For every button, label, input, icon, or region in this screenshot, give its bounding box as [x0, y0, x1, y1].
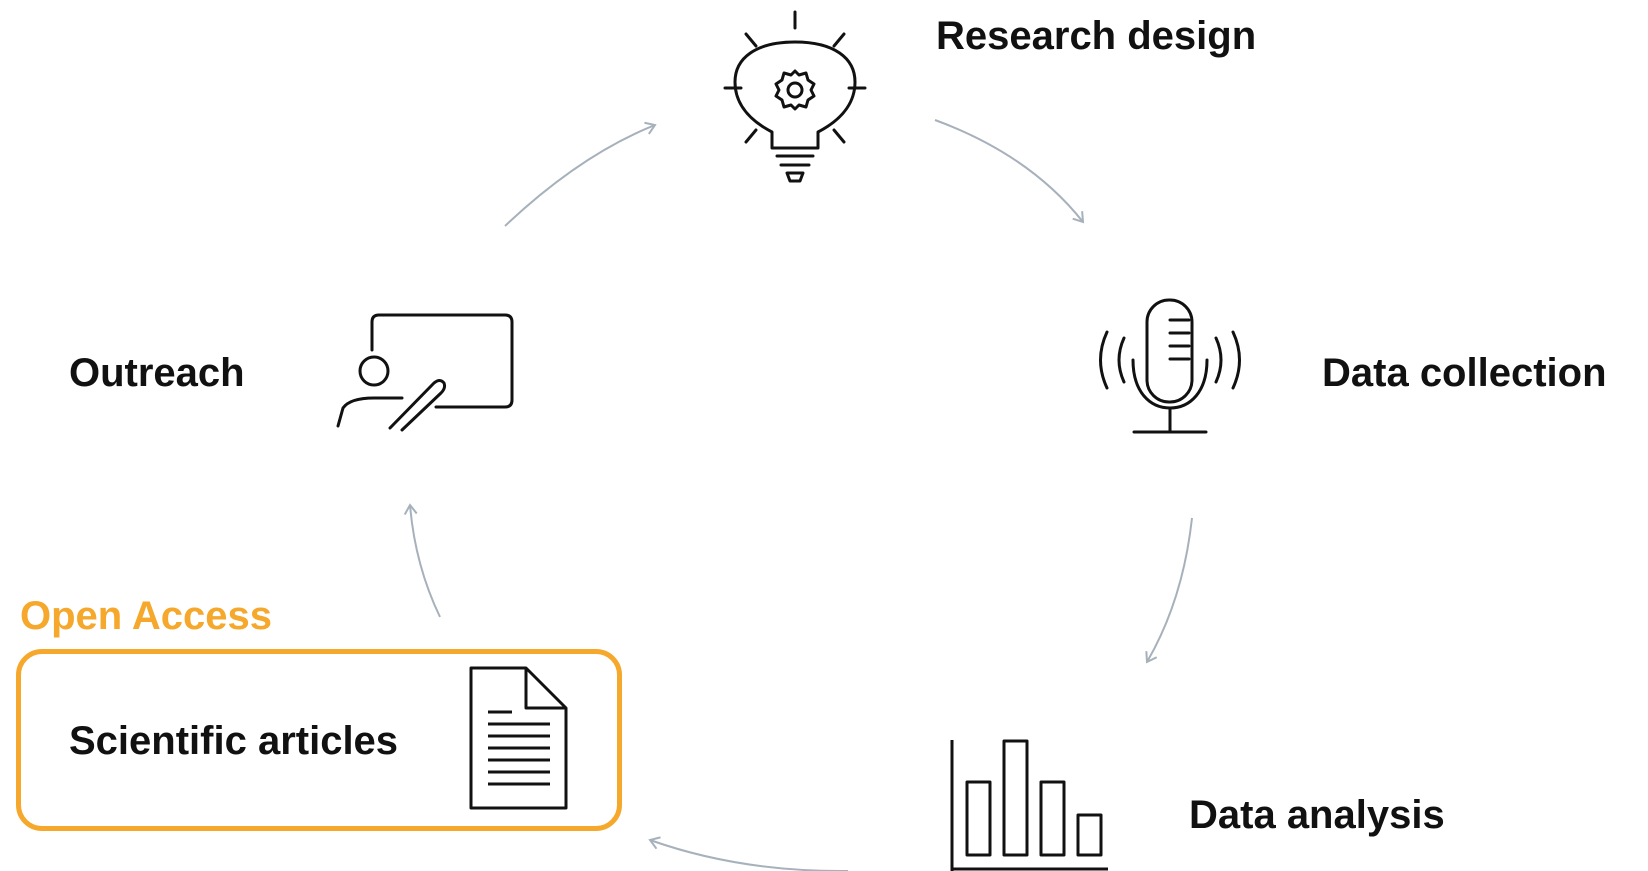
stage-label-scientific-articles: Scientific articles — [69, 719, 399, 763]
arrow-research-to-collection — [934, 119, 1085, 224]
bar-chart-icon — [950, 739, 1108, 871]
document-icon — [469, 666, 568, 810]
open-access-highlight-box — [16, 649, 622, 831]
microphone-icon — [1099, 298, 1241, 434]
stage-label-outreach: Outreach — [69, 351, 245, 395]
stage-label-data-analysis: Data analysis — [1189, 793, 1445, 837]
arrow-collection-to-analysis — [1145, 517, 1193, 664]
arrow-analysis-to-articles — [648, 836, 848, 871]
presentation-board-icon — [336, 313, 514, 432]
arrow-outreach-to-research — [504, 121, 657, 227]
arrow-articles-to-outreach — [403, 503, 441, 618]
open-access-label: Open Access — [20, 594, 272, 638]
lightbulb-gear-icon — [723, 10, 867, 183]
stage-label-data-collection: Data collection — [1322, 351, 1607, 395]
stage-label-research-design: Research design — [936, 14, 1257, 58]
